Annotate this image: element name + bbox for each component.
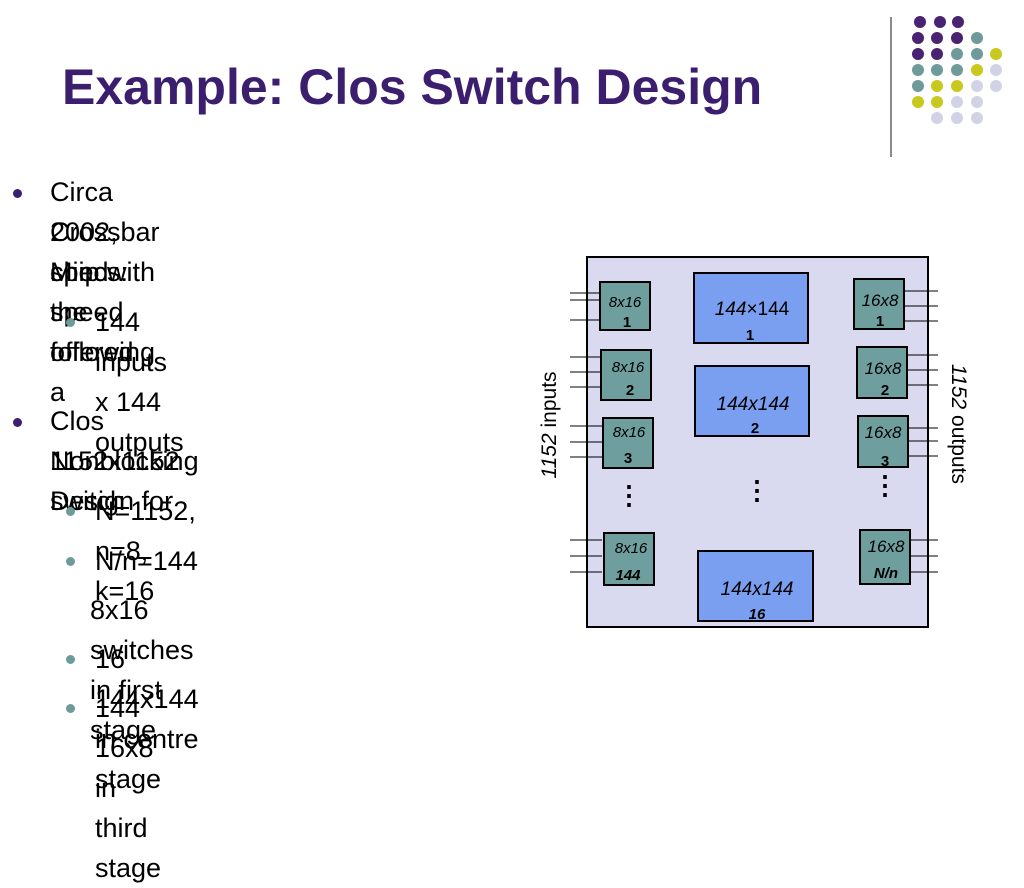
switch-index-label: 3: [881, 453, 889, 470]
ellipsis-center-stage: ⋮: [744, 475, 770, 505]
sub-bullet-marker: [66, 704, 75, 713]
bullet-text: specs:: [50, 257, 129, 287]
third-stage-switch: 16x8 1: [853, 278, 905, 330]
third-stage-switch: 16x8 3: [857, 415, 909, 470]
bullet-text: 1152x1152 switch: [50, 446, 180, 516]
sub-bullet-text: 8x16 switches in first stage: [90, 595, 194, 745]
switch-type-label: 8x16: [613, 424, 646, 441]
connection-lines: [570, 290, 938, 573]
decorative-divider: [890, 17, 892, 157]
sub-bullet-marker: [66, 507, 75, 516]
sub-bullet-marker: [66, 655, 75, 664]
switch-index-label: 1: [876, 313, 884, 330]
switch-index-label: 1: [746, 327, 754, 344]
switch-type-label: 144×144: [715, 299, 790, 320]
sub-bullet-text: N/n=144: [95, 546, 198, 576]
ellipsis-first-stage: ⋮: [616, 480, 642, 510]
third-stage-switch: 16x8 N/n: [859, 529, 911, 585]
sub-bullet-marker: [66, 318, 75, 327]
switch-type-label: 144x144: [717, 394, 790, 415]
switch-index-label: N/n: [874, 565, 898, 582]
outputs-label: 1152 outputs: [947, 364, 970, 484]
switch-type-label: 16x8: [865, 423, 902, 442]
ellipsis-third-stage: ⋮: [872, 470, 898, 500]
first-stage-switch: 8x16 1: [599, 281, 651, 331]
center-stage-switch: 144x144 16: [697, 550, 814, 623]
switch-index-label: 3: [624, 450, 632, 467]
sub-bullet-marker: [66, 557, 75, 566]
bullet-text: Circa 2002, Mind speed offered a: [50, 177, 134, 407]
bullet-marker: [13, 189, 22, 198]
switch-index-label: 2: [881, 382, 889, 399]
first-stage-switch: 8x16 2: [600, 349, 652, 401]
switch-type-label: 16x8: [865, 359, 902, 378]
center-stage-switch: 144x144 2: [694, 365, 810, 437]
switch-type-label: 8x16: [609, 294, 642, 311]
slide-title: Example: Clos Switch Design: [62, 59, 763, 115]
switch-type-label: 16x8: [862, 291, 899, 310]
switch-type-label: 8x16: [615, 540, 648, 557]
switch-index-label: 144: [615, 567, 641, 584]
bullet-text: Crossbar chip with the following: [50, 217, 160, 367]
sub-bullet-text: 144 inputs x 144 outputs: [95, 307, 184, 457]
switch-type-label: 144x144: [721, 579, 794, 600]
bullet-marker: [13, 418, 22, 427]
first-stage-switch: 8x16 3: [602, 417, 654, 469]
switch-index-label: 1: [623, 314, 631, 331]
switch-index-label: 16: [749, 606, 766, 623]
switch-index-label: 2: [751, 420, 759, 437]
switch-type-label: 16x8: [868, 537, 905, 556]
inputs-label: 1152 inputs: [538, 371, 561, 478]
third-stage-switch: 16x8 2: [856, 346, 908, 399]
clos-network-diagram: 8x16 1 8x16 2 8x16 3 8x16 144 144×144 1 …: [538, 256, 970, 628]
switch-type-label: 8x16: [612, 359, 645, 376]
center-stage-switch: 144×144 1: [693, 272, 809, 344]
first-stage-switch: 8x16 144: [603, 532, 655, 586]
switch-index-label: 2: [626, 382, 634, 399]
sub-bullet-text: N=1152, n=8, k=16: [95, 496, 196, 606]
